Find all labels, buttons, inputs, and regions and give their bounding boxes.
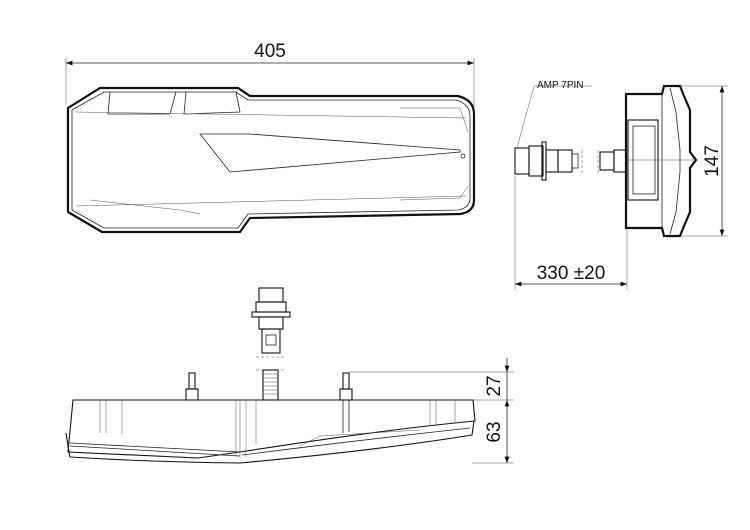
connector-label: AMP 7PIN — [537, 80, 584, 91]
cable-length-dimension: 330 ±20 — [537, 263, 606, 284]
stud-height-dimension: 27 — [484, 375, 505, 396]
height-dimension: 147 — [702, 145, 723, 177]
depth-dimension: 63 — [484, 421, 505, 442]
length-dimension: 405 — [254, 41, 286, 62]
front-view: 27 63 — [65, 287, 514, 464]
side-view: AMP 7PIN 147 330 ±20 — [514, 80, 728, 290]
top-view: 405 — [65, 41, 476, 234]
